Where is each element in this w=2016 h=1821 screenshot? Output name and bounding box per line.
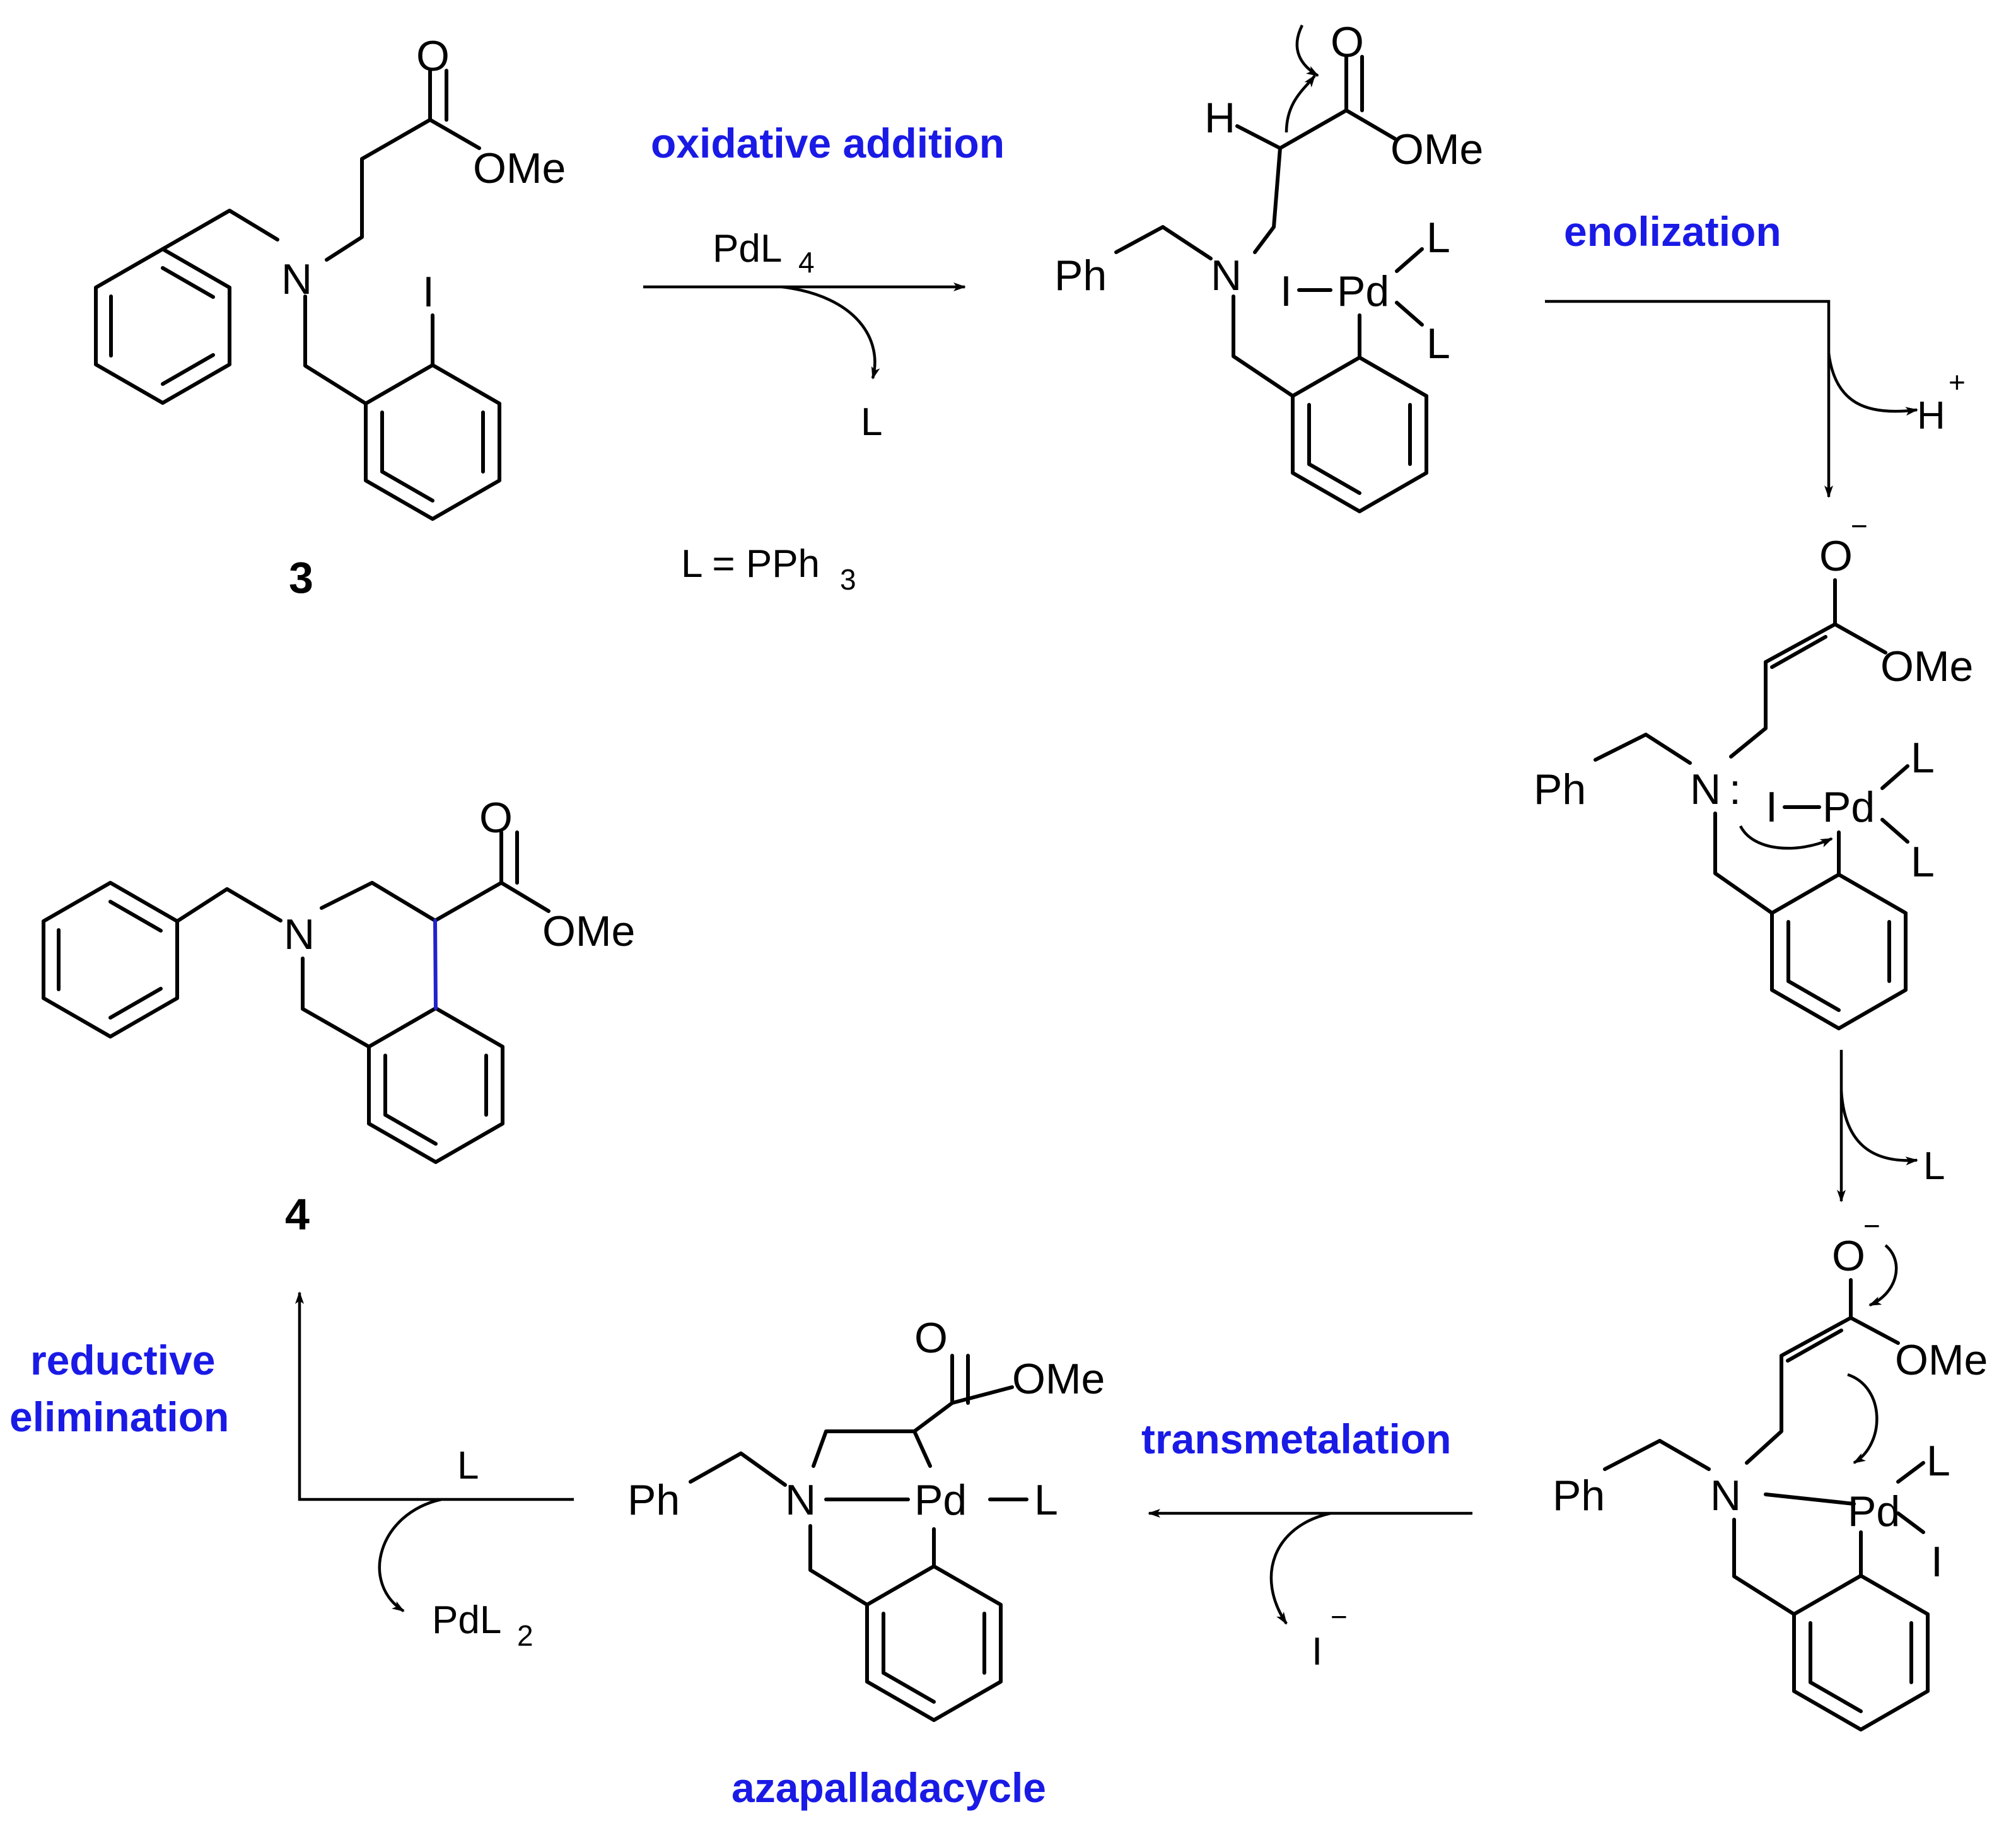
proton-loss-curly-arrow — [1827, 352, 1918, 416]
atom-N: N — [1690, 765, 1721, 813]
atom-I: I — [422, 268, 434, 316]
atom-L: L — [1911, 838, 1935, 886]
compound-3-structure: O OMe N I — [94, 32, 566, 521]
step-reductive-elimination-line2: elimination — [9, 1393, 229, 1440]
atom-N: N — [785, 1476, 816, 1524]
compound-4-structure: O OMe N — [42, 794, 635, 1164]
enolate-push-curly-arrow — [1868, 1244, 1898, 1307]
atom-OMe: OMe — [1895, 1336, 1988, 1384]
pdl2-release-curly-arrow — [378, 1498, 442, 1612]
step-oxidative-addition: oxidative addition — [651, 120, 1005, 166]
reagent-pdl4: PdL — [713, 227, 782, 271]
atom-I: I — [1766, 783, 1778, 831]
intermediate-2-structure: O − OMe Ph N : I Pd L L — [1534, 509, 1973, 1030]
atom-OMe: OMe — [1012, 1355, 1105, 1403]
step-enolization: enolization — [1564, 208, 1781, 255]
enolate-charge: − — [1851, 509, 1868, 542]
reagent-ligand: L — [457, 1444, 479, 1487]
atom-L: L — [1426, 214, 1450, 262]
enolate-charge: − — [1863, 1209, 1880, 1242]
atom-Pd: Pd — [914, 1476, 967, 1524]
step-reductive-elimination-line1: reductive — [30, 1337, 215, 1383]
atom-Ph: Ph — [1054, 252, 1107, 300]
intermediate-1-structure: H O OMe Ph N I Pd L L — [1054, 18, 1483, 513]
atom-Ph: Ph — [627, 1476, 680, 1524]
atom-L: L — [1034, 1476, 1058, 1524]
atom-Pd: Pd — [1848, 1487, 1900, 1535]
atom-O: O — [1331, 18, 1364, 66]
atom-OMe: OMe — [473, 144, 566, 192]
reagent-pdl2-subscript: 2 — [517, 1619, 533, 1652]
new-c-c-bond — [433, 919, 438, 1010]
reagent-lost-ligand: L — [861, 400, 882, 444]
atom-O: O — [416, 32, 450, 80]
atom-O: O — [1832, 1232, 1865, 1280]
reductive-elimination-arrow — [295, 1291, 574, 1501]
reagent-pdl4-subscript: 4 — [798, 246, 815, 279]
atom-Ph: Ph — [1534, 765, 1586, 813]
intermediate-3-structure: O − OMe Ph N Pd L I — [1553, 1209, 1988, 1731]
atom-I: I — [1931, 1538, 1943, 1586]
ligand-release-curly-arrow — [1839, 1090, 1918, 1166]
enolate-curly-arrow — [1295, 24, 1319, 77]
atom-Pd: Pd — [1822, 783, 1875, 831]
atom-N: N — [1710, 1472, 1741, 1520]
atom-H: H — [1204, 94, 1235, 142]
iodide-loss-curly-arrow — [1269, 1511, 1331, 1625]
ligand-definition: L = PPh — [681, 542, 820, 586]
atom-L: L — [1426, 320, 1450, 368]
compound-4-label: 4 — [285, 1190, 310, 1239]
atom-N: N — [281, 255, 312, 303]
step-azapalladacycle: azapalladacycle — [731, 1764, 1046, 1811]
reagent-proton: H — [1917, 394, 1945, 438]
step-transmetalation: transmetalation — [1141, 1416, 1451, 1462]
atom-N: N — [1211, 252, 1242, 300]
atom-L: L — [1911, 734, 1935, 782]
atom-OMe: OMe — [1880, 643, 1973, 690]
nitrogen-lone-pair: : — [1729, 765, 1741, 813]
reagent-pdl2: PdL — [432, 1598, 501, 1642]
atom-O: O — [1819, 532, 1853, 580]
enolization-arrow — [1545, 300, 1833, 498]
atom-N: N — [284, 910, 315, 958]
ligand-loss-curly-arrow — [781, 285, 880, 380]
atom-Ph: Ph — [1553, 1472, 1605, 1520]
atom-O: O — [479, 794, 513, 842]
c-pd-bond-curly-arrow — [1847, 1373, 1879, 1464]
proton-charge: + — [1949, 366, 1966, 399]
atom-OMe: OMe — [542, 907, 635, 955]
atom-OMe: OMe — [1390, 125, 1483, 173]
reagent-iodide: I — [1312, 1630, 1322, 1673]
atom-O: O — [914, 1314, 948, 1362]
n-coordination-curly-arrow — [1739, 825, 1833, 850]
reagent-lost-ligand: L — [1923, 1144, 1945, 1188]
deprotonation-curly-arrow — [1285, 74, 1316, 133]
atom-L: L — [1926, 1437, 1950, 1485]
iodide-charge: − — [1331, 1600, 1348, 1633]
azapalladacycle-structure: O OMe Ph N Pd L — [627, 1314, 1105, 1722]
compound-3-label: 3 — [289, 553, 313, 602]
atom-Pd: Pd — [1337, 267, 1389, 315]
atom-I: I — [1280, 267, 1292, 315]
ligand-definition-subscript: 3 — [840, 563, 856, 596]
